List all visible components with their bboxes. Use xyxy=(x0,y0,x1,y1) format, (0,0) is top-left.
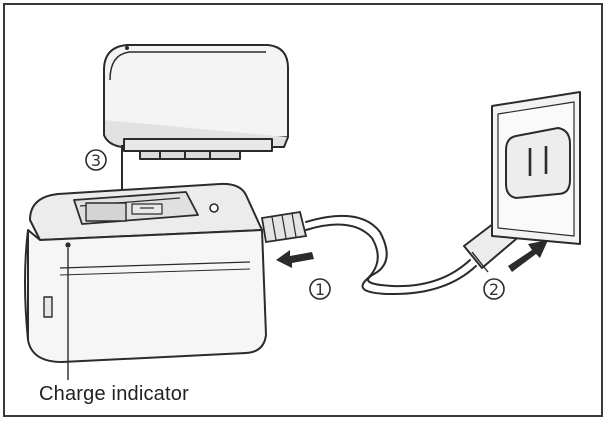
battery-mark-icon xyxy=(125,46,129,50)
step-1-marker: 1 xyxy=(309,278,331,300)
svg-text:3: 3 xyxy=(91,151,101,170)
plug-in-arrow xyxy=(508,240,548,272)
release-button-icon xyxy=(209,203,219,213)
wall-outlet xyxy=(491,91,581,245)
step-3-marker: 3 xyxy=(85,149,107,171)
connect-cord-arrow xyxy=(276,250,314,268)
svg-text:2: 2 xyxy=(489,280,499,299)
charge-indicator-label: Charge indicator xyxy=(39,383,189,405)
battery-pack xyxy=(103,44,289,160)
battery-charger xyxy=(24,182,267,363)
charge-indicator-lamp-icon xyxy=(65,242,71,248)
step-2-marker: 2 xyxy=(483,278,505,300)
power-cord xyxy=(260,210,477,296)
svg-text:1: 1 xyxy=(315,280,325,299)
